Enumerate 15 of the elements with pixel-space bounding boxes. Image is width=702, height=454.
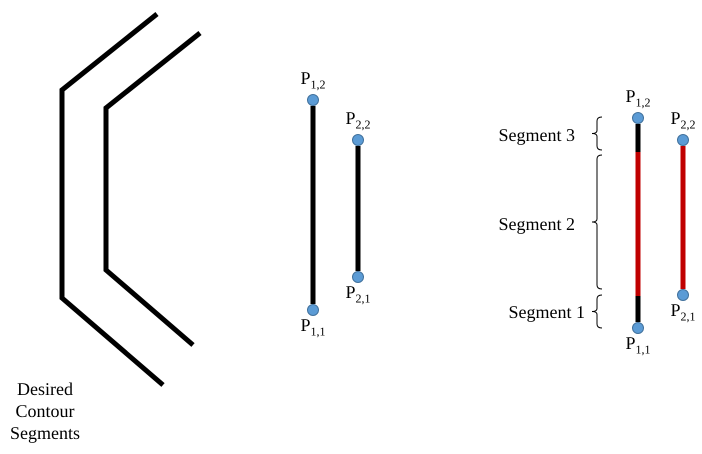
- point-label: P$_{1,2}$: [300, 69, 326, 94]
- point-label: P$_{2,1}$: [345, 283, 370, 308]
- caption: Desired Contour Segments: [9, 378, 81, 444]
- point-label: P$_{1,1}$: [300, 316, 326, 341]
- segment-label: Segment 1: [508, 301, 585, 323]
- line-segment: [680, 146, 686, 289]
- line-segment: [356, 146, 360, 271]
- segment-label: Segment 2: [498, 213, 575, 235]
- point-label: P$_{1,1}$: [625, 334, 650, 359]
- point-label: P$_{2,2}$: [345, 109, 370, 134]
- point-label: P$_{2,2}$: [670, 109, 696, 134]
- segment-label: Segment 3: [498, 124, 575, 146]
- point-label: P$_{2,1}$: [670, 301, 696, 326]
- line-segment: [310, 106, 316, 304]
- point-label: P$_{1,2}$: [625, 87, 650, 112]
